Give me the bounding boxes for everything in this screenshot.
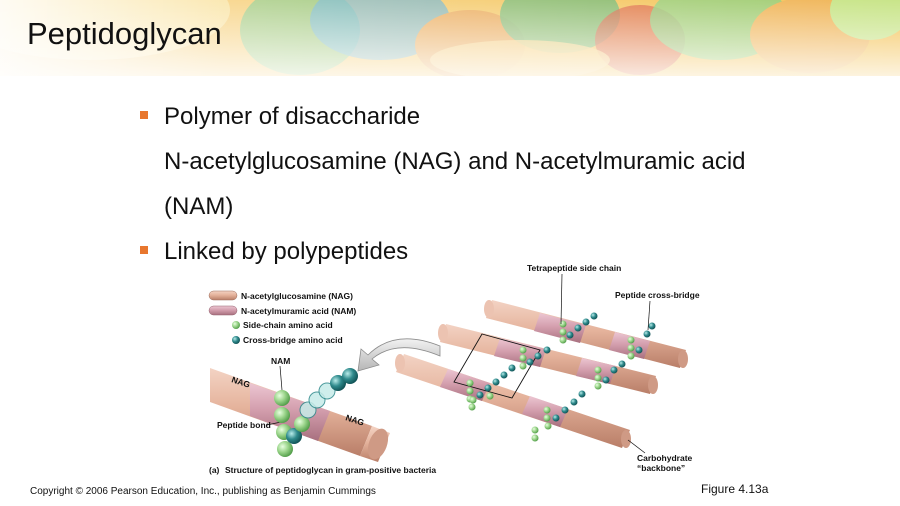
- side-chain-ball: [274, 407, 290, 423]
- legend-cross-bridge-label: Cross-bridge amino acid: [243, 335, 343, 345]
- legend-cross-bridge-swatch: [232, 336, 240, 344]
- peptidoglycan-figure: N-acetylglucosamine (NAG) N-acetylmurami…: [190, 258, 710, 487]
- legend-nag-label: N-acetylglucosamine (NAG): [241, 291, 353, 301]
- bullet-text: Polymer of disaccharide: [164, 103, 421, 130]
- legend-side-chain-swatch: [232, 321, 240, 329]
- peptide-bond-label: Peptide bond: [217, 420, 271, 430]
- slide-title: Peptidoglycan: [27, 16, 222, 51]
- cross-bridge-ball: [342, 368, 358, 384]
- legend-nam-swatch: [208, 305, 238, 316]
- bullet-continuation: N-acetylglucosamine (NAG) and N-acetylmu…: [164, 148, 746, 175]
- legend-nam-label: N-acetylmuramic acid (NAM): [241, 306, 356, 316]
- legend-nag-swatch: [208, 290, 238, 301]
- cross-bridge-ball: [286, 428, 302, 444]
- bullet-marker-icon: [140, 111, 148, 119]
- cross-bridge-label: Peptide cross-bridge: [615, 290, 700, 300]
- closeup-nam-label: NAM: [271, 356, 290, 366]
- cross-bridge-ball: [330, 375, 346, 391]
- bullet-marker-icon: [140, 246, 148, 254]
- figure-svg: N-acetylglucosamine (NAG) N-acetylmurami…: [208, 263, 700, 475]
- copyright-text: Copyright © 2006 Pearson Education, Inc.…: [30, 486, 376, 497]
- backbone-label: “backbone”: [637, 463, 685, 473]
- header-decoration: [0, 0, 900, 76]
- carbohydrate-label: Carbohydrate: [637, 453, 693, 463]
- bullet-text: Linked by polypeptides: [164, 238, 409, 265]
- legend-side-chain-label: Side-chain amino acid: [243, 320, 333, 330]
- bullet-list: Polymer of disaccharide N-acetylglucosam…: [140, 94, 840, 274]
- figure-caption: Structure of peptidoglycan in gram-posit…: [225, 465, 436, 475]
- tetrapeptide-label: Tetrapeptide side chain: [527, 263, 621, 273]
- lattice: Tetrapeptide side chain Peptide cross-br…: [395, 263, 700, 473]
- side-chain-ball: [294, 416, 310, 432]
- closeup-tube: NAG NAG NAM Peptide bond: [210, 356, 390, 462]
- magnify-arrow-icon: [357, 338, 441, 372]
- bullet-continuation: (NAM): [164, 193, 234, 220]
- side-chain-ball: [274, 390, 290, 406]
- figure-caption-letter: (a): [209, 465, 220, 475]
- legend: N-acetylglucosamine (NAG) N-acetylmurami…: [208, 290, 356, 345]
- header-banner: Peptidoglycan: [0, 0, 900, 76]
- bullet-item: Linked by polypeptides: [140, 229, 840, 274]
- figure-number: Figure 4.13a: [701, 482, 769, 496]
- bullet-item: Polymer of disaccharide: [140, 94, 840, 139]
- side-chain-ball: [277, 441, 293, 457]
